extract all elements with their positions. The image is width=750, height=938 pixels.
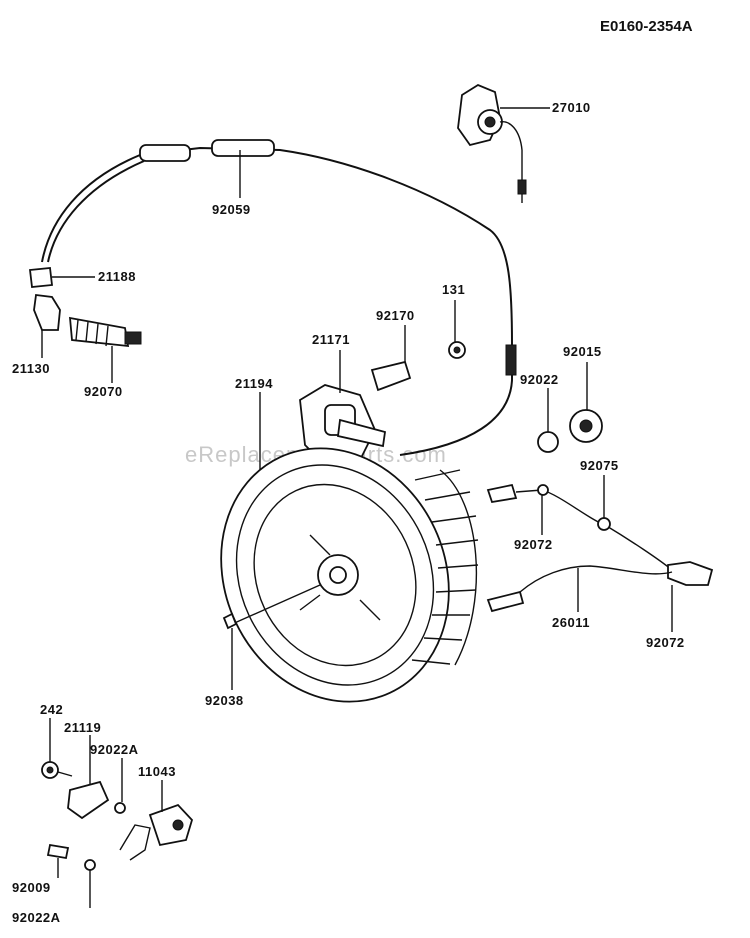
label-92059: 92059 <box>212 202 251 217</box>
label-21171: 21171 <box>312 332 350 347</box>
leader-lines <box>41 107 673 908</box>
diagram-code: E0160-2354A <box>600 18 693 35</box>
label-21188: 21188 <box>98 269 136 284</box>
plug-cap-assembly <box>28 267 142 348</box>
label-131: 131 <box>442 282 465 297</box>
label-21119: 21119 <box>64 720 101 735</box>
label-92022A-lower: 92022A <box>12 910 61 925</box>
label-21130: 21130 <box>12 361 50 376</box>
label-92075: 92075 <box>580 458 619 473</box>
label-11043: 11043 <box>138 764 176 779</box>
label-92070: 92070 <box>84 384 123 399</box>
ht-cable <box>41 139 517 456</box>
stop-switch <box>457 83 527 203</box>
label-242: 242 <box>40 702 63 717</box>
label-92022: 92022 <box>520 372 559 387</box>
label-92022A-upper: 92022A <box>90 742 139 757</box>
label-92015: 92015 <box>563 344 602 359</box>
label-92072-upper: 92072 <box>514 537 553 552</box>
label-92170: 92170 <box>376 308 415 323</box>
label-92009: 92009 <box>12 880 51 895</box>
ignition-coil <box>299 341 466 472</box>
lead-wires <box>486 409 714 613</box>
flywheel <box>220 447 479 703</box>
bracket-assembly <box>41 761 194 871</box>
label-26011: 26011 <box>552 615 590 630</box>
label-92072-lower: 92072 <box>646 635 685 650</box>
label-27010: 27010 <box>552 100 591 115</box>
label-21194: 21194 <box>235 376 273 391</box>
label-92038: 92038 <box>205 693 244 708</box>
